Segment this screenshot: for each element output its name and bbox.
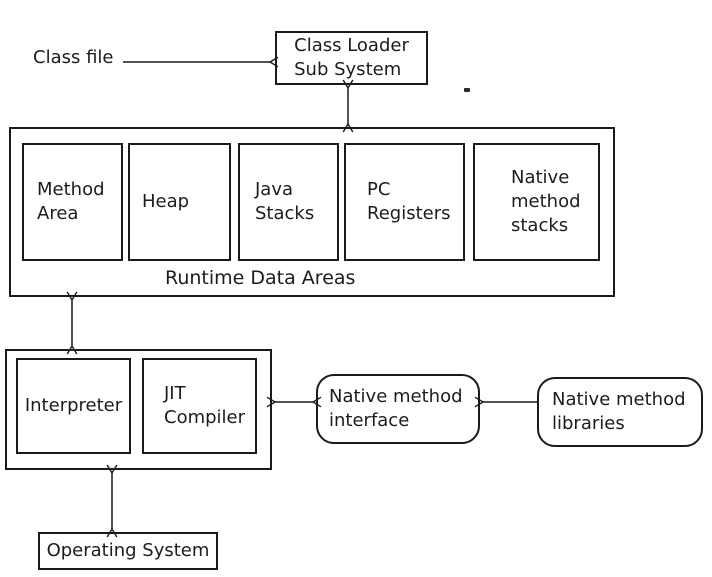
pc-registers-box: PC Registers [344, 143, 465, 261]
native-method-stacks-label: Native method stacks [511, 167, 581, 236]
jit-compiler-label: JIT Compiler [164, 383, 246, 428]
method-area-box: Method Area [22, 143, 123, 261]
pc-registers-label: PC Registers [367, 179, 451, 224]
native-method-interface-label: Native method interface [329, 386, 463, 431]
class-loader-box: Class Loader Sub System [275, 31, 428, 85]
stray-dash-mark [464, 88, 470, 92]
class-loader-label: Class Loader Sub System [294, 35, 409, 80]
heap-box: Heap [128, 143, 231, 261]
java-stacks-label: Java Stacks [255, 179, 315, 224]
native-method-interface-box: Native method interface [316, 374, 480, 444]
interpreter-label: Interpreter [24, 395, 123, 417]
heap-label: Heap [142, 191, 190, 213]
native-method-stacks-box: Native method stacks [473, 143, 600, 261]
operating-system-label: Operating System [46, 540, 210, 562]
native-method-libraries-box: Native method libraries [537, 377, 703, 447]
method-area-label: Method Area [37, 179, 105, 224]
native-method-libraries-label: Native method libraries [552, 389, 686, 434]
runtime-data-areas-label: Runtime Data Areas [165, 267, 356, 289]
java-stacks-box: Java Stacks [238, 143, 339, 261]
interpreter-box: Interpreter [16, 358, 131, 454]
class-file-label: Class file [33, 47, 114, 68]
jit-compiler-box: JIT Compiler [142, 358, 257, 454]
operating-system-box: Operating System [38, 532, 218, 570]
